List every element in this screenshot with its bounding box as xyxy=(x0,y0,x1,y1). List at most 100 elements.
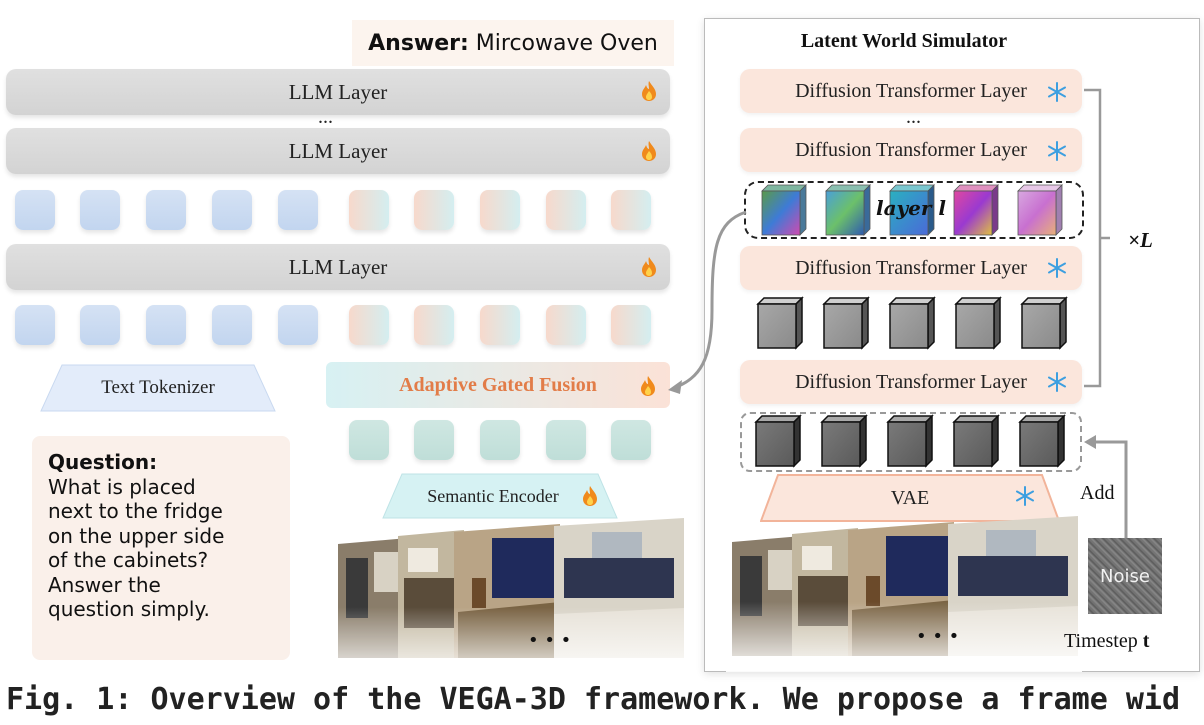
adaptive-gated-fusion-label: Adaptive Gated Fusion xyxy=(399,373,597,396)
dit-layer-label: Diffusion Transformer Layer xyxy=(795,256,1027,279)
visual-token xyxy=(480,420,520,460)
feature-cube xyxy=(825,184,871,236)
flame-icon xyxy=(641,376,655,396)
feature-cube xyxy=(761,184,807,236)
text-tokenizer-shape xyxy=(40,364,276,412)
dit-layer: Diffusion Transformer Layer xyxy=(740,246,1082,290)
llm-layer-label: LLM Layer xyxy=(288,79,388,104)
dit-layer: Diffusion Transformer Layer xyxy=(740,69,1082,113)
input-frames-left: • • • xyxy=(332,518,688,680)
feature-cube xyxy=(1017,184,1063,236)
dit-layer-label: Diffusion Transformer Layer xyxy=(795,138,1027,161)
question-line: next to the fridge xyxy=(48,499,223,523)
dit-layer: Diffusion Transformer Layer xyxy=(740,128,1082,172)
text-token xyxy=(80,305,120,345)
layer-l-var: l xyxy=(938,196,947,220)
text-token xyxy=(212,190,252,230)
noise-image: Noise xyxy=(1088,538,1162,614)
question-line: What is placed xyxy=(48,474,196,499)
flame-icon xyxy=(642,81,656,101)
add-arrow xyxy=(1084,435,1128,538)
fused-token xyxy=(546,305,586,345)
text-token xyxy=(15,190,55,230)
figure-caption: Fig. 1: Overview of the VEGA-3D framewor… xyxy=(6,682,1180,717)
question-line: of the cabinets? xyxy=(48,548,209,572)
flame-icon xyxy=(642,141,656,161)
simulator-title: Latent World Simulator xyxy=(800,30,1008,52)
fused-token xyxy=(349,305,389,345)
noisy-latent-cubes xyxy=(754,414,1066,468)
question-line: question simply. xyxy=(48,597,210,621)
llm-layer-middle: LLM Layer xyxy=(6,128,670,174)
latent-cube xyxy=(1020,296,1068,350)
text-token xyxy=(212,305,252,345)
feature-cube xyxy=(889,184,935,236)
latent-cube xyxy=(822,296,870,350)
add-label: Add xyxy=(1080,482,1115,504)
repeat-bracket xyxy=(1084,88,1110,388)
fused-token xyxy=(611,190,651,230)
answer-label: Answer: xyxy=(368,30,469,56)
dit-layer-label: Diffusion Transformer Layer xyxy=(795,79,1027,102)
noisy-cube xyxy=(1018,414,1066,468)
svg-text:• • •: • • • xyxy=(528,630,571,651)
fused-token xyxy=(480,190,520,230)
text-token xyxy=(146,305,186,345)
question-line: on the upper side xyxy=(48,523,225,548)
flame-icon xyxy=(642,257,656,277)
noisy-cube xyxy=(754,414,802,468)
input-frames-right: • • • xyxy=(726,516,1082,672)
adaptive-gated-fusion: Adaptive Gated Fusion xyxy=(326,362,670,408)
noisy-latents xyxy=(740,412,1082,472)
question-label: Question: xyxy=(48,450,158,474)
llm-layer-bottom: LLM Layer xyxy=(6,244,670,290)
fused-token xyxy=(349,190,389,230)
question-box: Question: What is placed next to the fri… xyxy=(32,436,290,660)
semantic-encoder-label: Semantic Encoder xyxy=(427,485,559,506)
text-token xyxy=(278,190,318,230)
answer-box: Answer: Mircowave Oven xyxy=(352,20,674,66)
vae-label: VAE xyxy=(890,486,930,509)
latent-cube xyxy=(888,296,936,350)
fused-token xyxy=(546,190,586,230)
feature-cubes xyxy=(761,184,1063,236)
flame-icon xyxy=(583,486,597,506)
noisy-cube xyxy=(820,414,868,468)
timestep-word: Timestep xyxy=(1064,630,1138,652)
text-token xyxy=(80,190,120,230)
snowflake-icon xyxy=(1048,141,1066,161)
dit-layer-label: Diffusion Transformer Layer xyxy=(795,370,1027,393)
visual-token xyxy=(546,420,586,460)
fused-token xyxy=(414,305,454,345)
visual-token xyxy=(414,420,454,460)
llm-layer-top: LLM Layer xyxy=(6,69,670,115)
layer-l-features xyxy=(744,181,1084,239)
noise-label: Noise xyxy=(1100,565,1150,587)
timestep-label: Timestep t xyxy=(1064,630,1149,653)
visual-token xyxy=(349,420,389,460)
layer-l-label: layer l xyxy=(876,196,946,220)
feature-arrow xyxy=(668,210,747,394)
noisy-cube xyxy=(886,414,934,468)
llm-layer-label: LLM Layer xyxy=(288,254,388,279)
visual-token xyxy=(611,420,651,460)
fused-token xyxy=(480,305,520,345)
text-token xyxy=(278,305,318,345)
snowflake-icon xyxy=(1048,258,1066,278)
text-token xyxy=(146,190,186,230)
timestep-var: t xyxy=(1142,630,1150,652)
answer-value: Mircowave Oven xyxy=(468,30,658,56)
snowflake-icon xyxy=(1016,486,1034,506)
noisy-cube xyxy=(952,414,1000,468)
dit-layer: Diffusion Transformer Layer xyxy=(740,360,1082,404)
snowflake-icon xyxy=(1048,372,1066,392)
latent-cubes-middle xyxy=(756,296,1068,350)
latent-cube xyxy=(954,296,1002,350)
repeat-label: ×L xyxy=(1128,228,1153,252)
llm-ellipsis: ... xyxy=(318,106,333,128)
question-line: Answer the xyxy=(48,572,161,597)
text-tokenizer-label: Text Tokenizer xyxy=(101,377,215,398)
feature-cube xyxy=(953,184,999,236)
fused-token xyxy=(414,190,454,230)
text-token xyxy=(15,305,55,345)
